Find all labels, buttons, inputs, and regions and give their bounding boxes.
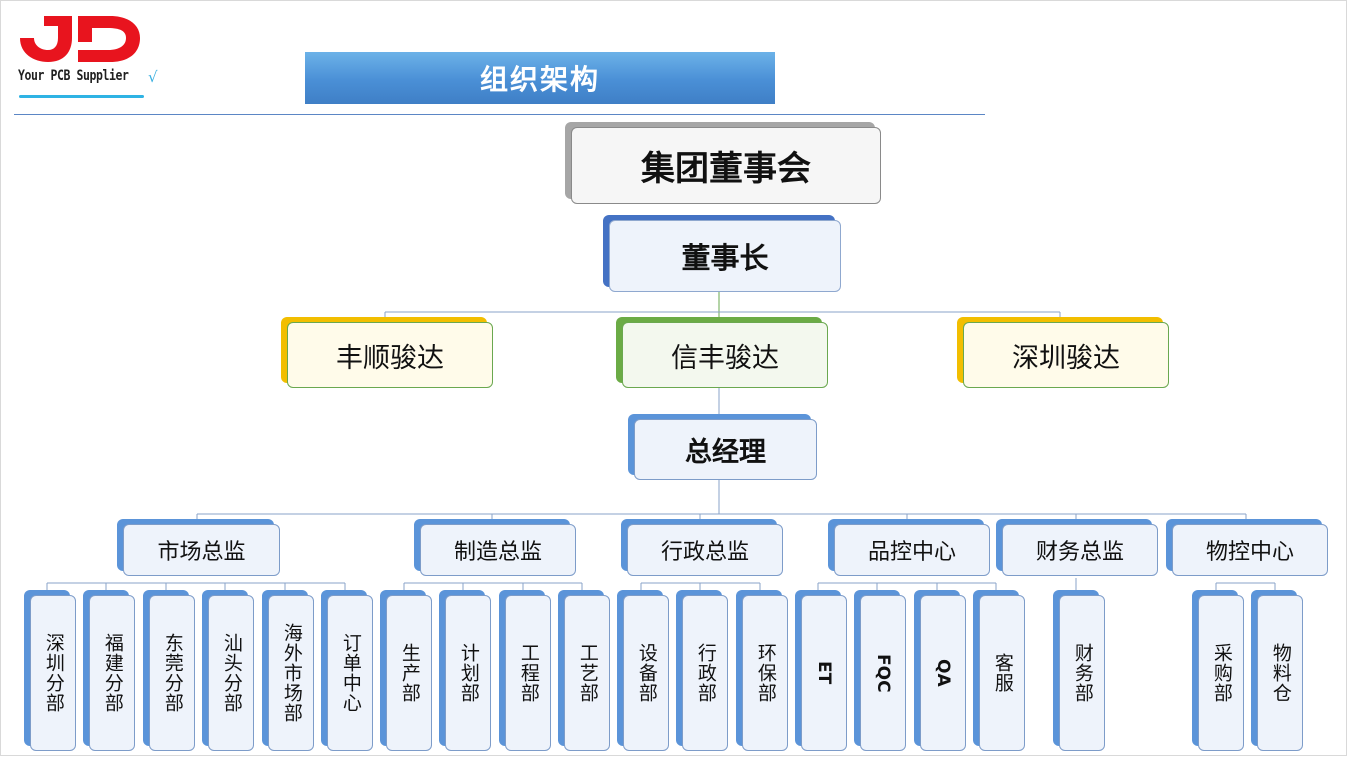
dept-label: ET <box>814 661 834 685</box>
director-box-material: 物控中心 <box>1166 519 1328 576</box>
dept-label: 客服 <box>991 653 1014 693</box>
director-box-admin: 行政总监 <box>621 519 783 576</box>
dept-label: QA <box>933 659 953 687</box>
dept-box: 深圳分部 <box>24 590 76 751</box>
dept-label: 生产部 <box>398 643 421 703</box>
logo-underline <box>19 95 144 98</box>
dept-label: 海外市场部 <box>280 623 303 723</box>
dept-label: 计划部 <box>457 643 480 703</box>
company-label: 丰顺骏达 <box>287 322 493 388</box>
dept-box: 福建分部 <box>83 590 135 751</box>
dept-label: 订单中心 <box>339 633 362 713</box>
dept-box: 订单中心 <box>321 590 373 751</box>
logo-tagline: Your PCB Supplier <box>18 68 129 84</box>
dept-box: 物料仓 <box>1251 590 1303 751</box>
dept-label: 工艺部 <box>576 643 599 703</box>
general-manager-box: 总经理 <box>628 414 817 480</box>
dept-box: 环保部 <box>736 590 788 751</box>
dept-box: ET <box>795 590 847 751</box>
jd-logo-mark-icon <box>20 16 140 62</box>
dept-box: FQC <box>854 590 906 751</box>
general-manager-label: 总经理 <box>634 419 817 480</box>
dept-box: 财务部 <box>1053 590 1105 751</box>
director-box-market: 市场总监 <box>117 519 280 576</box>
dept-box: 客服 <box>973 590 1025 751</box>
company-box-fengshun: 丰顺骏达 <box>281 317 493 388</box>
dept-box: 工艺部 <box>558 590 610 751</box>
dept-box: 汕头分部 <box>202 590 254 751</box>
board-label: 集团董事会 <box>571 127 881 204</box>
check-icon: √ <box>148 68 158 86</box>
header-divider <box>14 114 985 115</box>
director-label: 制造总监 <box>420 524 576 576</box>
company-box-shenzhen: 深圳骏达 <box>957 317 1169 388</box>
dept-box: 行政部 <box>676 590 728 751</box>
dept-label: 东莞分部 <box>161 633 184 713</box>
director-label: 品控中心 <box>834 524 990 576</box>
dept-label: 环保部 <box>754 643 777 703</box>
page-title: 组织架构 <box>305 52 775 104</box>
director-box-finance: 财务总监 <box>996 519 1158 576</box>
chairman-box: 董事长 <box>603 215 841 292</box>
dept-label: 工程部 <box>517 643 540 703</box>
dept-box: 采购部 <box>1192 590 1244 751</box>
company-logo: Your PCB Supplier √ <box>14 12 158 102</box>
dept-box: QA <box>914 590 966 751</box>
dept-box: 设备部 <box>617 590 669 751</box>
dept-label: 财务部 <box>1071 643 1094 703</box>
dept-box: 海外市场部 <box>262 590 314 751</box>
company-label: 深圳骏达 <box>963 322 1169 388</box>
dept-box: 东莞分部 <box>143 590 195 751</box>
dept-label: 福建分部 <box>101 633 124 713</box>
director-label: 物控中心 <box>1172 524 1328 576</box>
director-label: 行政总监 <box>627 524 783 576</box>
chairman-label: 董事长 <box>609 220 841 292</box>
dept-label: 行政部 <box>694 643 717 703</box>
dept-label: 物料仓 <box>1269 643 1292 703</box>
dept-box: 计划部 <box>439 590 491 751</box>
dept-label: 设备部 <box>635 643 658 703</box>
dept-box: 工程部 <box>499 590 551 751</box>
dept-label: 采购部 <box>1210 643 1233 703</box>
company-box-xinfeng: 信丰骏达 <box>616 317 828 388</box>
company-label: 信丰骏达 <box>622 322 828 388</box>
director-box-manufacturing: 制造总监 <box>414 519 576 576</box>
director-box-quality: 品控中心 <box>828 519 990 576</box>
dept-label: 深圳分部 <box>42 633 65 713</box>
dept-box: 生产部 <box>380 590 432 751</box>
director-label: 市场总监 <box>123 524 280 576</box>
dept-label: 汕头分部 <box>220 633 243 713</box>
dept-label: FQC <box>873 653 893 693</box>
board-box: 集团董事会 <box>565 122 881 204</box>
director-label: 财务总监 <box>1002 524 1158 576</box>
